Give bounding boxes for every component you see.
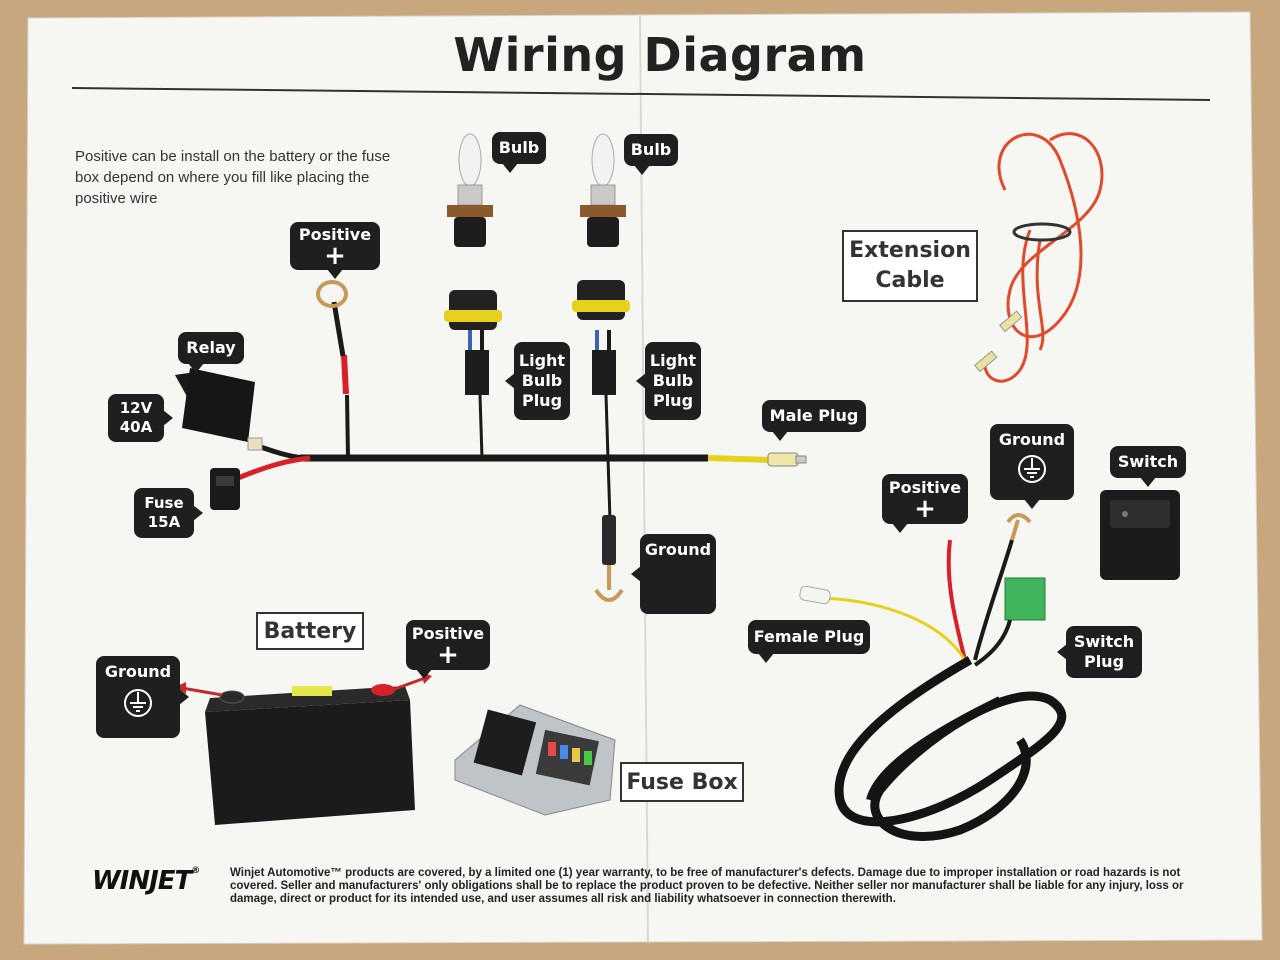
label-light-bulb-plug-left: Light Bulb Plug <box>505 342 570 420</box>
bulb-left-image <box>447 133 493 247</box>
switch-image <box>1100 490 1180 580</box>
label-switch-plug: Switch Plug <box>1057 626 1142 678</box>
relay-component <box>175 368 263 451</box>
label-positive-top: Positive + <box>290 222 380 279</box>
label-extension-cable: Extension Cable <box>842 230 978 302</box>
plus-icon: + <box>914 494 936 524</box>
fuse-box-image <box>454 704 616 816</box>
install-note: Positive can be install on the battery o… <box>75 148 391 207</box>
label-bulb-right: Bulb <box>624 134 678 175</box>
positive-ring-wire <box>345 394 350 459</box>
fuse-holder <box>210 468 240 510</box>
positive-ring-red-segment <box>341 354 349 395</box>
positive-ring-terminal <box>316 280 348 308</box>
warranty-footer: Winjet Automotive™ products are covered,… <box>230 867 1184 905</box>
title-underline <box>71 87 1211 101</box>
bulb-right-image <box>580 133 626 247</box>
label-battery: Battery <box>256 612 364 650</box>
label-ground-mid: Ground <box>631 534 716 614</box>
label-relay: Relay <box>178 332 244 373</box>
fuse-red-wire <box>237 455 311 481</box>
switch-harness-image <box>799 539 1067 841</box>
ground-drop-wire <box>606 457 612 521</box>
label-male-plug: Male Plug <box>762 400 866 441</box>
label-positive-battery: Positive + <box>406 620 490 679</box>
page-title: Wiring Diagram <box>453 28 867 82</box>
plus-icon: + <box>437 640 459 670</box>
label-fuse: Fuse 15A <box>134 488 203 538</box>
ground-fork-terminal <box>594 565 624 602</box>
extension-cable-image <box>983 132 1104 383</box>
label-bulb-left: Bulb <box>492 132 546 173</box>
label-fuse-box: Fuse Box <box>620 762 744 802</box>
label-positive-right: Positive + <box>882 474 968 533</box>
plus-icon: + <box>324 241 346 271</box>
battery-image <box>175 672 432 825</box>
extension-terminal-2 <box>999 310 1023 333</box>
ground-icon <box>1018 455 1046 483</box>
label-light-bulb-plug-right: Light Bulb Plug <box>636 342 701 420</box>
right-bulb-plug <box>572 280 630 459</box>
label-switch: Switch <box>1110 446 1186 487</box>
harness-yellow-end <box>707 455 771 463</box>
right-ground-fork <box>1006 513 1032 541</box>
male-plug-connector <box>767 452 807 467</box>
label-relay-rating: 12V 40A <box>108 394 173 442</box>
ground-icon <box>124 689 152 717</box>
left-bulb-plug <box>444 290 502 459</box>
label-ground-right: Ground <box>990 424 1074 509</box>
ground-wire-sleeve <box>602 515 616 565</box>
winjet-logo: WINJET® <box>92 866 200 896</box>
label-ground-left: Ground <box>96 656 189 738</box>
positive-ring-black-segment <box>331 301 346 357</box>
label-female-plug: Female Plug <box>748 620 870 663</box>
extension-terminal-1 <box>974 350 998 373</box>
